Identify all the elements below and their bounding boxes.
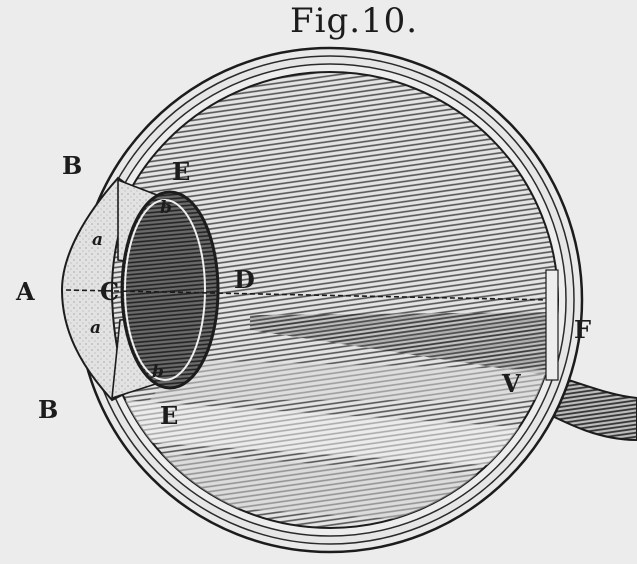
label-a-top: a [92, 232, 103, 249]
figure-title: Fig.10. [290, 4, 418, 38]
label-E-top: E [172, 160, 190, 184]
label-b-top: b [160, 200, 172, 217]
label-E-bottom: E [160, 404, 178, 428]
label-V: V [502, 372, 521, 396]
label-a-bottom: a [90, 320, 101, 337]
label-A: A [16, 280, 35, 304]
label-D: D [234, 268, 255, 292]
label-B-bottom: B [38, 398, 58, 422]
crystalline-lens [122, 192, 218, 388]
retina-segment [546, 270, 558, 380]
label-b-bottom: b [152, 364, 164, 381]
label-B-top: B [62, 154, 82, 178]
label-C: C [100, 280, 119, 304]
label-F: F [574, 318, 591, 342]
